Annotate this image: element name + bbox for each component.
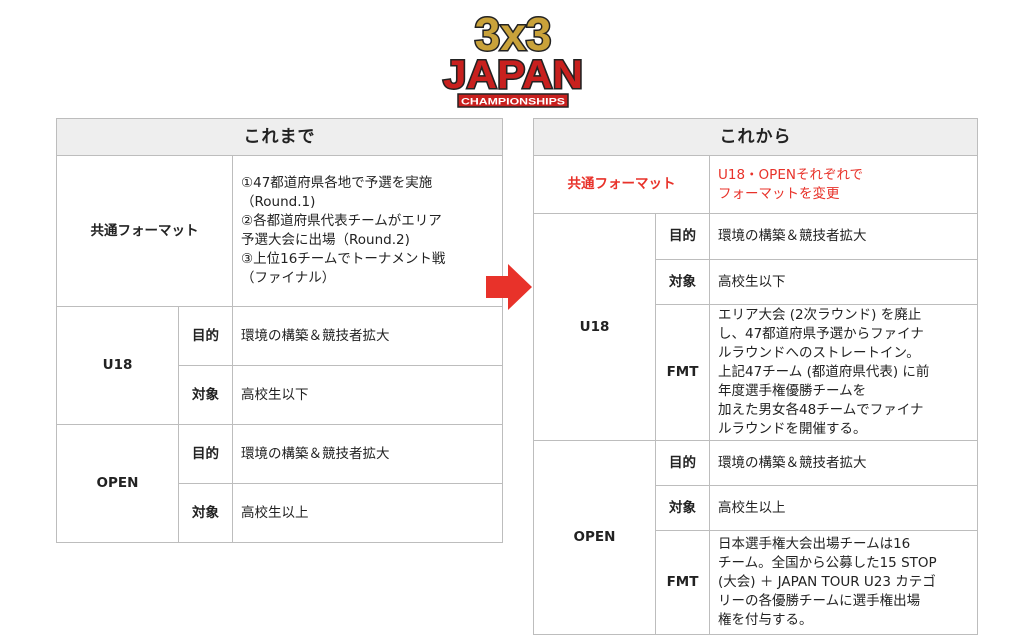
- before-open-label: OPEN: [56, 424, 179, 543]
- before-open-value-target: 高校生以上: [231, 483, 504, 543]
- arrow-right-icon: [484, 262, 534, 312]
- after-common-line: U18・OPENそれぞれで: [718, 166, 864, 183]
- logo-3x3-text: 3x3: [475, 8, 552, 60]
- logo-japan-text: JAPAN: [443, 53, 583, 97]
- after-open-value-fmt: 日本選手権大会出場チームは16 チーム。全国から公募した15 STOP (大会)…: [708, 530, 979, 635]
- logo-graphic: 3x3 JAPAN CHAMPIONSHIPS: [442, 8, 585, 108]
- after-table: これから 共通フォーマット U18・OPENそれぞれで フォーマットを変更 U1…: [532, 118, 979, 635]
- after-open-key-purpose: 目的: [655, 440, 710, 486]
- before-open-value-purpose: 環境の構築＆競技者拡大: [231, 424, 504, 484]
- after-u18-key-fmt: FMT: [655, 304, 710, 441]
- after-open-fmt-line: 権を付与する。: [718, 612, 813, 628]
- after-open-value-target: 高校生以上: [708, 485, 979, 531]
- before-common-line: （Round.1): [241, 194, 316, 210]
- after-u18-fmt-line: 上記47チーム (都道府県代表) に前: [718, 364, 930, 380]
- before-u18-key-purpose: 目的: [178, 306, 233, 366]
- logo-championships-text: CHAMPIONSHIPS: [461, 97, 565, 107]
- after-u18-fmt-line: エリア大会 (2次ラウンド) を廃止: [718, 307, 922, 323]
- before-header: これまで: [55, 118, 504, 156]
- before-common-line: ②各都道府県代表チームがエリア: [241, 213, 442, 229]
- before-table: これまで 共通フォーマット ①47都道府県各地で予選を実施 （Round.1) …: [55, 118, 504, 543]
- before-u18-value-purpose: 環境の構築＆競技者拡大: [231, 306, 504, 366]
- after-u18-key-purpose: 目的: [655, 213, 710, 260]
- before-open-key-purpose: 目的: [178, 424, 233, 484]
- after-u18-fmt-line: し、47都道府県予選からファイナ: [718, 326, 924, 342]
- after-open-fmt-line: チーム。全国から公募した15 STOP: [718, 555, 937, 571]
- after-u18-fmt-line: 加えた男女各48チームでファイナ: [718, 402, 924, 418]
- logo-banner: [457, 93, 569, 108]
- after-open-value-purpose: 環境の構築＆競技者拡大: [708, 440, 979, 486]
- before-common-line: （ファイナル）: [241, 270, 336, 286]
- after-common-label: 共通フォーマット: [533, 155, 710, 214]
- after-u18-key-target: 対象: [655, 259, 710, 305]
- before-common-line: 予選大会に出場（Round.2): [241, 232, 410, 248]
- championship-logo: 3x3 JAPAN CHAMPIONSHIPS: [438, 8, 588, 110]
- after-u18-fmt-line: 年度選手権優勝チームを: [718, 383, 867, 399]
- after-u18-value-target: 高校生以下: [708, 259, 979, 305]
- after-open-key-target: 対象: [655, 485, 710, 531]
- before-common-label: 共通フォーマット: [56, 155, 233, 307]
- after-open-fmt-line: 日本選手権大会出場チームは16: [718, 536, 911, 552]
- before-common-line: ③上位16チームでトーナメント戦: [241, 251, 446, 267]
- after-open-label: OPEN: [533, 440, 656, 635]
- before-u18-key-target: 対象: [178, 365, 233, 425]
- after-u18-value-fmt: エリア大会 (2次ラウンド) を廃止 し、47都道府県予選からファイナ ルラウン…: [708, 304, 979, 441]
- before-u18-label: U18: [56, 306, 179, 425]
- after-u18-value-purpose: 環境の構築＆競技者拡大: [708, 213, 979, 260]
- after-common-line: フォーマットを変更: [718, 185, 840, 202]
- before-u18-value-target: 高校生以下: [231, 365, 504, 425]
- after-open-key-fmt: FMT: [655, 530, 710, 635]
- before-open-key-target: 対象: [178, 483, 233, 543]
- before-common-line: ①47都道府県各地で予選を実施: [241, 175, 433, 191]
- before-common-value: ①47都道府県各地で予選を実施 （Round.1) ②各都道府県代表チームがエリ…: [231, 155, 504, 307]
- after-u18-fmt-line: ルラウンドを開催する。: [718, 421, 867, 437]
- after-open-fmt-line: (大会) ＋ JAPAN TOUR U23 カテゴ: [718, 574, 936, 590]
- after-u18-label: U18: [533, 213, 656, 441]
- after-header: これから: [532, 118, 979, 156]
- after-open-fmt-line: リーの各優勝チームに選手権出場: [718, 593, 921, 609]
- after-common-value: U18・OPENそれぞれで フォーマットを変更: [708, 155, 979, 214]
- after-u18-fmt-line: ルラウンドへのストレートイン。: [718, 345, 920, 361]
